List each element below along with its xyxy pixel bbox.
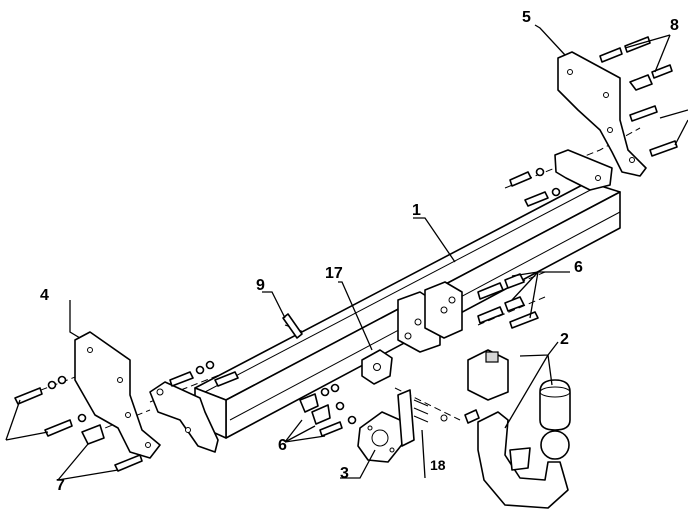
callout-3: 3 [340, 465, 349, 482]
callout-7: 7 [56, 477, 65, 494]
callout-labels: 1 2 3 4 5 6 6 7 8 9 17 18 [40, 9, 679, 494]
callout-6-right: 6 [574, 259, 583, 276]
callout-18: 18 [430, 457, 446, 473]
right-end-bracket [554, 149, 613, 191]
callout-2: 2 [560, 331, 569, 348]
socket-plate [357, 411, 405, 463]
callout-8: 8 [670, 17, 679, 34]
callout-17: 17 [325, 265, 343, 282]
center-brackets [397, 281, 463, 353]
callout-4: 4 [40, 287, 49, 304]
callout-5: 5 [522, 9, 531, 26]
right-vehicle-bracket [557, 51, 647, 177]
callout-6-left: 6 [278, 437, 287, 454]
leader-lines [5, 24, 688, 481]
pin-9 [282, 313, 303, 339]
callout-9: 9 [256, 277, 265, 294]
left-end-bracket [149, 381, 219, 453]
left-vehicle-bracket [74, 331, 161, 459]
clamp-bracket-18 [397, 389, 448, 447]
bracket-17 [361, 349, 393, 385]
towball-assembly [467, 349, 571, 509]
callout-1: 1 [412, 202, 421, 219]
